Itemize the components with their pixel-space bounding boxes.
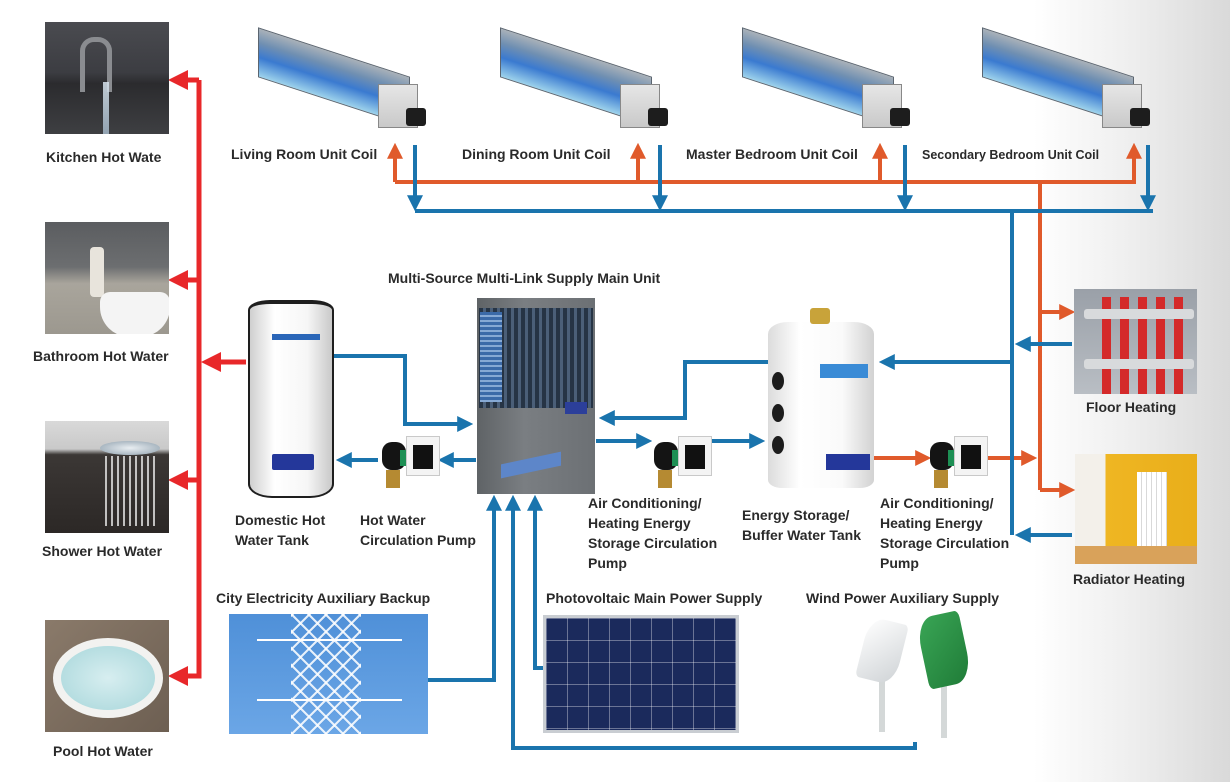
bathtub-photo	[45, 620, 169, 732]
secondary-bedroom-unit-coil-label: Secondary Bedroom Unit Coil	[922, 148, 1100, 162]
pool-hot-water-label: Pool Hot Water	[53, 743, 153, 759]
red-branch-pool	[168, 660, 202, 686]
shower-head-photo	[45, 421, 169, 533]
dining-room-unit-coil-label: Dining Room Unit Coil	[462, 146, 611, 162]
heating-supply-pipes	[387, 142, 1142, 498]
solar-panel-photo	[543, 615, 739, 733]
heat-pump-main-unit	[477, 298, 595, 494]
ac-heating-circulation-pump-2	[928, 432, 990, 490]
city-electricity-label: City Electricity Auxiliary Backup	[216, 590, 431, 606]
shower-hot-water-label: Shower Hot Water	[42, 543, 163, 559]
blue-buffer-to-unit	[598, 360, 768, 426]
blue-tank-to-unit	[333, 354, 474, 432]
master-bedroom-fan-coil	[742, 27, 912, 128]
kitchen-hot-water-label: Kitchen Hot Wate	[46, 149, 162, 165]
ac-heating-circulation-pump-1	[652, 432, 714, 490]
wind-turbines	[850, 610, 990, 740]
living-room-fan-coil	[258, 27, 428, 128]
floor-heating-manifold-photo	[1074, 289, 1197, 394]
domestic-hot-water-tank-label: Domestic Hot Water Tank	[235, 512, 326, 548]
power-feed-wind	[505, 494, 917, 750]
return-pipes	[333, 145, 1156, 750]
wind-power-label: Wind Power Auxiliary Supply	[806, 590, 1000, 606]
energy-storage-buffer-tank-label: Energy Storage/ Buffer Water Tank	[742, 507, 862, 543]
radiator-photo	[1075, 454, 1197, 564]
power-feed-grid	[428, 494, 502, 682]
hot-water-circulation-pump-label: Hot Water Circulation Pump	[360, 512, 476, 548]
floor-heating-label: Floor Heating	[1086, 399, 1177, 415]
bathroom-hot-water-label: Bathroom Hot Water	[33, 348, 169, 364]
secondary-bedroom-fan-coil	[982, 27, 1152, 128]
radiator-heating-label: Radiator Heating	[1073, 571, 1186, 587]
ac-heating-circulation-pump-2-label: Air Conditioning/ Heating Energy Storage…	[880, 495, 1010, 571]
living-room-unit-coil-label: Living Room Unit Coil	[231, 146, 378, 162]
kitchen-faucet-photo	[45, 22, 169, 134]
hot-water-circulation-pump	[380, 432, 442, 490]
main-unit-title: Multi-Source Multi-Link Supply Main Unit	[388, 270, 661, 286]
photovoltaic-label: Photovoltaic Main Power Supply	[546, 590, 763, 606]
master-bedroom-unit-coil-label: Master Bedroom Unit Coil	[686, 146, 858, 162]
domestic-hot-water-tank	[248, 300, 334, 498]
hot-water-distribution-pipes	[168, 70, 246, 686]
dining-room-fan-coil	[500, 27, 670, 128]
ac-heating-circulation-pump-1-label: Air Conditioning/ Heating Energy Storage…	[588, 495, 718, 571]
bathroom-faucet-photo	[45, 222, 169, 334]
power-tower-photo	[229, 614, 428, 734]
energy-storage-buffer-tank	[768, 308, 874, 488]
